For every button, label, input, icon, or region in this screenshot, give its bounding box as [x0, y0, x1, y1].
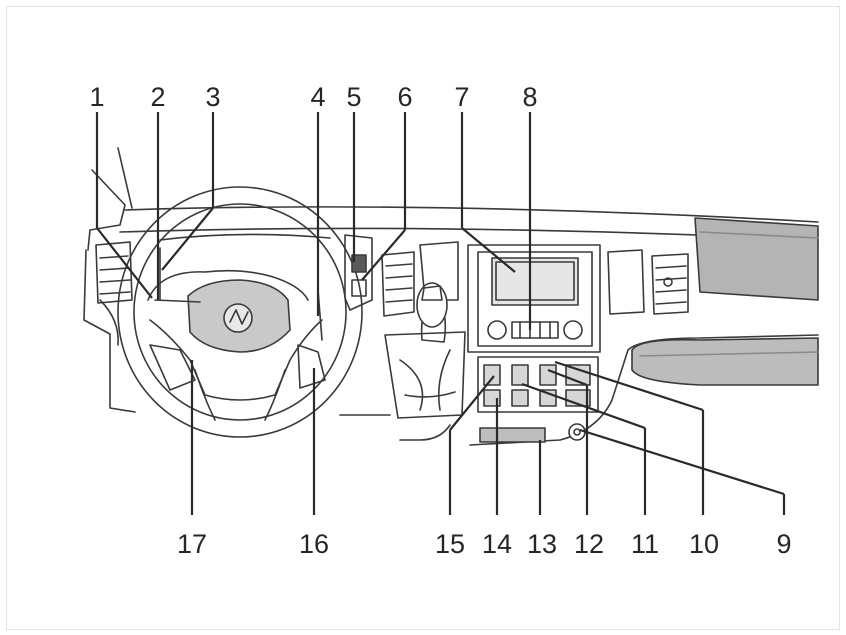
callout-5: 5 [346, 82, 361, 112]
lower-slot [479, 427, 546, 443]
callout-7: 7 [454, 82, 469, 112]
right-air-vent [651, 253, 689, 315]
leader-10b [554, 360, 704, 412]
callout-8: 8 [522, 82, 537, 112]
passenger-shelf [631, 337, 819, 386]
center-right-air-vent [607, 249, 645, 315]
leader-15b [449, 375, 495, 431]
callout-3: 3 [205, 82, 220, 112]
center-left-air-vent [381, 251, 415, 317]
leader-1b [96, 227, 153, 299]
callout-17: 17 [177, 529, 207, 559]
glovebox [694, 217, 819, 301]
steering-wheel [117, 186, 363, 438]
gear-lever [384, 241, 466, 419]
callout-2: 2 [150, 82, 165, 112]
callout-15: 15 [435, 529, 465, 559]
climate-panel [477, 356, 599, 413]
callout-1: 1 [89, 82, 104, 112]
callout-10: 10 [689, 529, 719, 559]
leader-11b [521, 382, 646, 430]
callout-6: 6 [397, 82, 412, 112]
callout-11: 11 [631, 529, 659, 559]
left-air-vent [95, 241, 133, 304]
leader-6b [361, 229, 406, 281]
callout-13: 13 [527, 529, 557, 559]
callout-9: 9 [776, 529, 791, 559]
leader-7b [461, 227, 516, 273]
callout-14: 14 [482, 529, 512, 559]
leader-lines [95, 112, 786, 515]
callout-16: 16 [299, 529, 329, 559]
leader-9b [579, 428, 785, 496]
center-console [467, 244, 601, 353]
callout-12: 12 [574, 529, 604, 559]
horn-pad [187, 279, 291, 353]
callout-labels: 1 2 3 4 5 6 7 8 17 16 15 14 13 12 11 10 … [89, 82, 791, 559]
callout-4: 4 [310, 82, 325, 112]
leader-12b [547, 368, 588, 387]
side-switch-panel [344, 234, 373, 311]
leader-3b [161, 207, 214, 271]
power-socket [568, 423, 586, 441]
